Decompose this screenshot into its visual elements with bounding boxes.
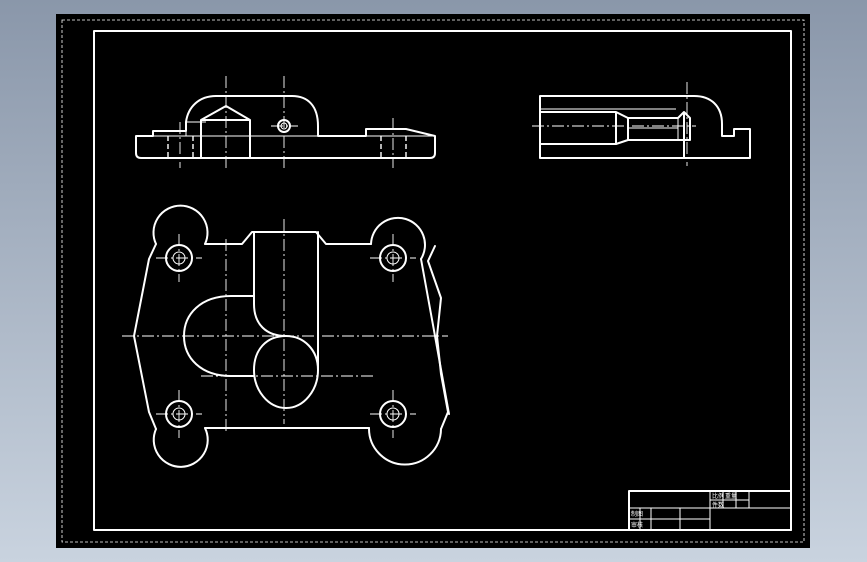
side-view: [532, 82, 751, 166]
top-view-slot-join: [285, 335, 319, 371]
tb-cell-weight: 重量: [725, 492, 737, 500]
sheet-trim-border: [61, 19, 805, 543]
bolt-boss-top-left: [152, 204, 209, 245]
drawing-canvas: 比例 件数 重量 制图 审核: [61, 19, 805, 543]
top-view: [122, 204, 450, 468]
side-view-outline: [539, 95, 751, 159]
top-view-outline: [133, 231, 449, 430]
side-view-bore: [539, 111, 629, 145]
top-view-right-edge-upper: [420, 258, 436, 337]
tb-cell-checked: 审核: [631, 521, 643, 529]
front-view-cylinder: [200, 105, 251, 159]
top-view-right-edge-lower: [434, 335, 450, 415]
front-view: [135, 76, 436, 168]
drawing-sheet: 比例 件数 重量 制图 审核: [56, 14, 810, 548]
side-view-drill: [627, 111, 691, 159]
bolt-boss-bottom-right: [367, 427, 442, 466]
drawing-frame: [93, 30, 792, 531]
tb-cell-scale: 比例: [712, 492, 724, 500]
front-view-outline: [135, 95, 436, 159]
bolt-boss-bottom-left: [152, 427, 209, 468]
tb-cell-drawn: 制图: [631, 510, 643, 518]
tb-cell-count: 件数: [712, 501, 724, 509]
bolt-boss-top-right: [370, 216, 426, 260]
top-view-slot: [253, 231, 319, 409]
title-block: 比例 件数 重量 制图 审核: [628, 490, 792, 531]
